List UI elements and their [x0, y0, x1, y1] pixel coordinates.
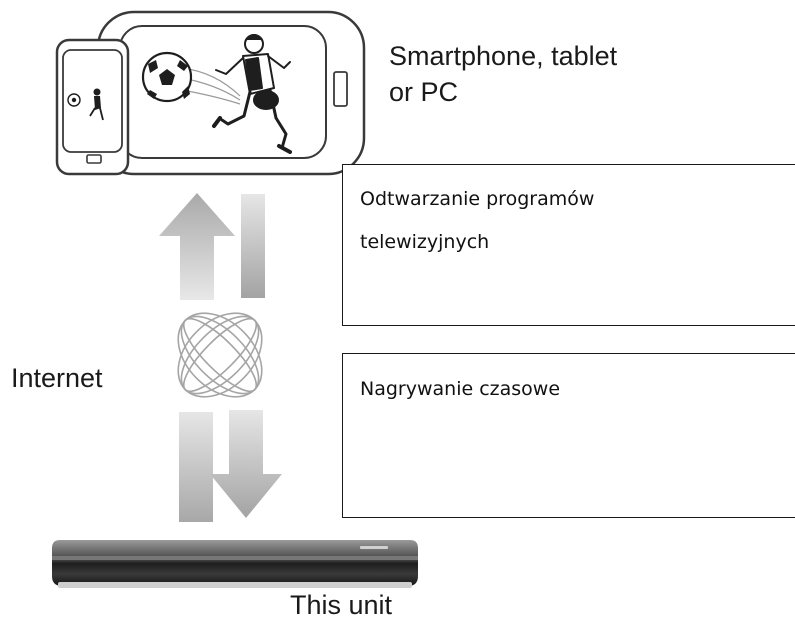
tv-playback-line2: telewizyjnych	[360, 231, 490, 253]
recorder-unit-icon	[52, 540, 418, 588]
devices-label-line1: Smartphone, tablet	[389, 41, 618, 71]
upload-bar	[179, 412, 213, 522]
smartphone-icon	[55, 38, 130, 176]
tv-playback-box: Odtwarzanie programów telewizyjnych	[342, 164, 795, 326]
devices-label: Smartphone, tablet or PC	[389, 38, 617, 110]
upload-arrow	[159, 193, 235, 300]
tablet-icon	[96, 10, 366, 176]
soccer-player-icon	[212, 34, 292, 154]
download-bar	[241, 194, 265, 298]
this-unit-label: This unit	[290, 590, 393, 620]
tv-playback-line1: Odtwarzanie programów	[360, 188, 595, 210]
soccer-ball-icon	[141, 51, 241, 105]
internet-label: Internet	[11, 363, 103, 393]
internet-globe-icon	[177, 312, 263, 398]
timer-recording-box: Nagrywanie czasowe	[342, 353, 795, 518]
devices-label-line2: or PC	[389, 77, 459, 107]
timer-recording-line1: Nagrywanie czasowe	[360, 378, 561, 400]
download-arrow	[210, 410, 282, 518]
